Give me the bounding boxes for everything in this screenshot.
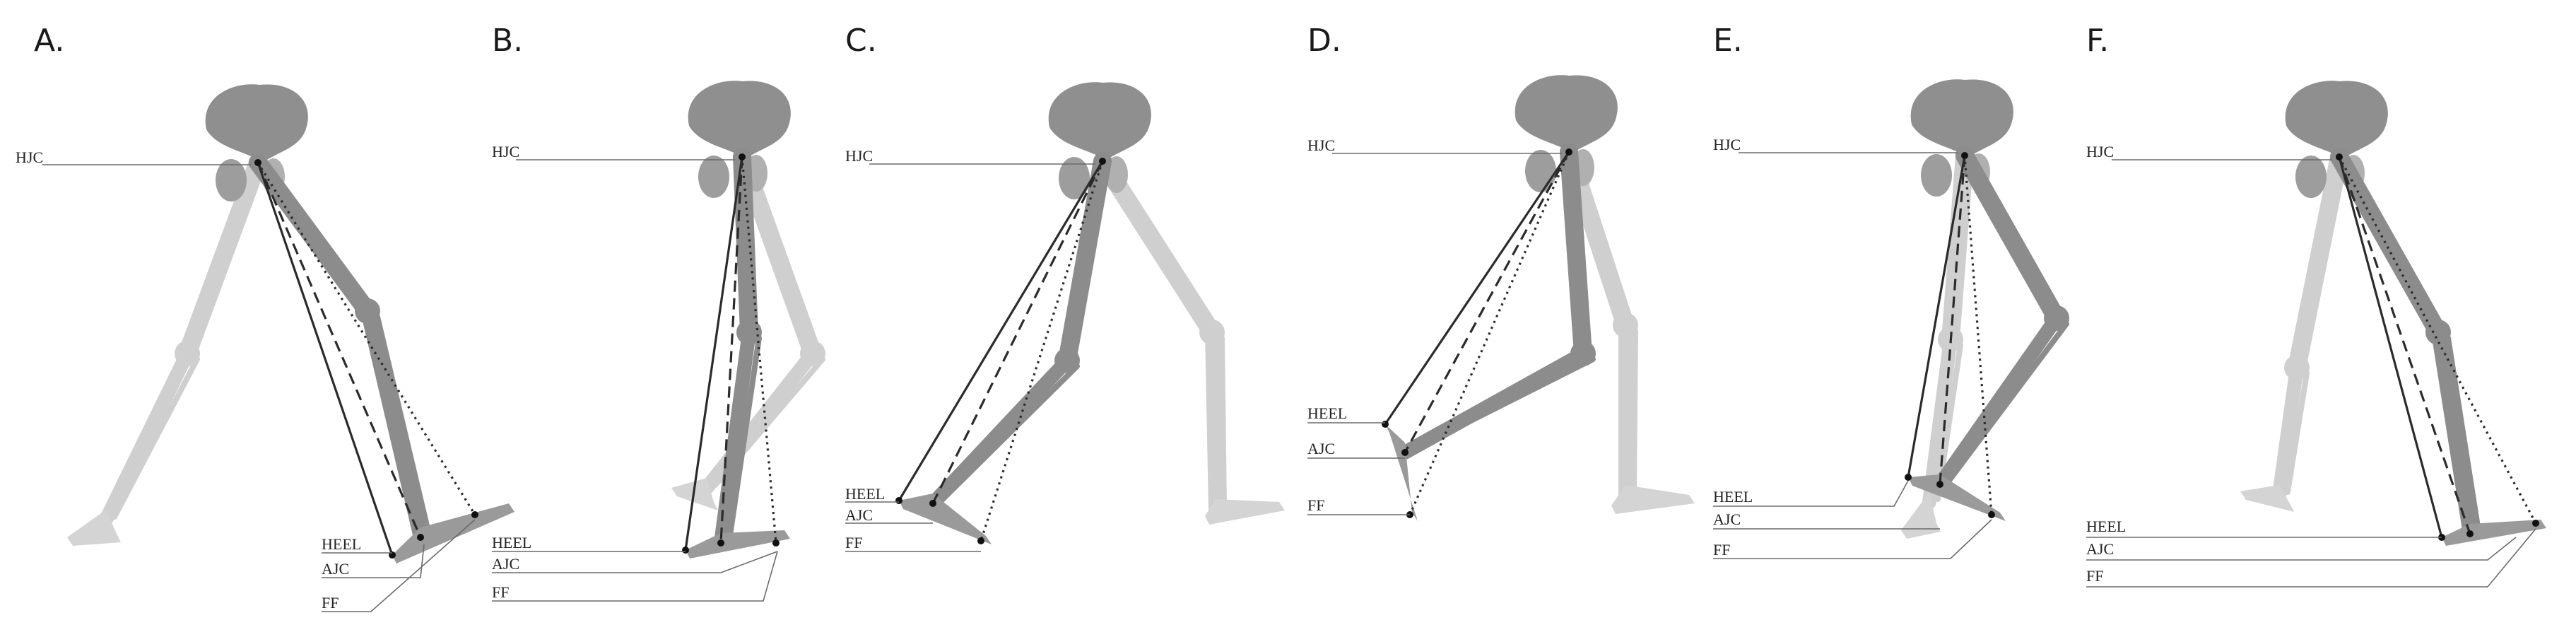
far-leg-fibula: [114, 359, 197, 517]
far-leg-tibia: [707, 354, 813, 488]
ff-point: [1988, 511, 1995, 518]
ajc-leader: [492, 551, 777, 573]
ff-label: FF: [1713, 541, 1730, 559]
ff-label: FF: [492, 583, 509, 601]
pelvis-ischium: [216, 159, 247, 201]
ajc-point: [929, 500, 936, 507]
hjc-label: HJC: [1713, 136, 1741, 153]
ajc-point: [1401, 449, 1408, 456]
pelvis-shape: [1911, 79, 2013, 158]
ajc-label: AJC: [845, 506, 873, 524]
ajc-label: AJC: [2086, 540, 2114, 558]
heel-point: [1382, 421, 1389, 428]
hjc-label: HJC: [2086, 143, 2114, 160]
hjc-label: HJC: [492, 143, 519, 160]
pelvis-ischium: [698, 156, 729, 198]
near-leg-femur: [2339, 157, 2438, 332]
panel-letter: B.: [492, 23, 523, 59]
heel-label: HEEL: [1307, 404, 1347, 422]
near-leg-femur: [1965, 156, 2057, 318]
hjc-heel-line: [2339, 157, 2442, 537]
hjc-label: HJC: [1307, 136, 1335, 154]
panel-letter: E.: [1713, 23, 1743, 59]
ajc-label: AJC: [492, 555, 519, 573]
ff-leader: [1713, 520, 1992, 559]
near-leg-fibula: [377, 317, 429, 535]
ajc-point: [417, 534, 424, 541]
panel-a: A. HJC HEEL AJC FF: [16, 23, 514, 612]
pelvis-shape: [1515, 75, 1618, 153]
near-leg-fibula: [941, 366, 1077, 501]
pelvis-shape: [1049, 82, 1151, 160]
near-leg-foot: [2442, 520, 2546, 546]
pelvis-ischium: [1921, 154, 1952, 197]
far-leg-fibula: [1634, 331, 1635, 492]
ajc-label: AJC: [1713, 510, 1741, 528]
panel-d: D. HJC HEEL AJC FF: [1307, 23, 1695, 521]
panel-e: E. HJC HEEL AJC FF: [1713, 23, 2069, 559]
ajc-label: AJC: [1307, 440, 1335, 457]
ajc-label: AJC: [322, 560, 349, 578]
ff-label: FF: [1307, 496, 1324, 514]
heel-label: HEEL: [492, 534, 531, 551]
pelvis-ischium: [1059, 157, 1090, 199]
hjc-point: [2336, 153, 2343, 160]
panel-letter: F.: [2086, 23, 2109, 59]
far-leg-foot: [1611, 485, 1695, 514]
far-leg-foot: [1205, 499, 1285, 525]
heel-label: HEEL: [1713, 488, 1753, 506]
panel-c: C. HJC HEEL AJC FF: [845, 23, 1285, 551]
far-leg-tibia: [106, 354, 187, 520]
ff-point: [2532, 520, 2539, 527]
pelvis-ischium: [2295, 156, 2327, 198]
far-leg-tibia: [1212, 332, 1216, 509]
ajc-point: [2466, 530, 2474, 537]
heel-label: HEEL: [2086, 518, 2126, 535]
ff-point: [977, 537, 984, 544]
heel-point: [682, 547, 689, 554]
near-leg-femur: [258, 163, 367, 311]
ff-point: [471, 511, 478, 518]
ff-leader: [492, 551, 777, 601]
hjc-point: [1565, 148, 1572, 156]
pelvis-shape: [688, 81, 791, 159]
ff-label: FF: [322, 594, 339, 612]
pelvis-shape: [206, 84, 308, 163]
ff-label: FF: [845, 534, 862, 551]
ff-label: FF: [2086, 567, 2103, 585]
panel-letter: C.: [845, 23, 877, 59]
hjc-point: [254, 159, 261, 166]
ff-point: [772, 539, 780, 547]
ajc-point: [1936, 481, 1943, 488]
hjc-ff-line: [1410, 152, 1569, 515]
near-leg-fibula: [1413, 359, 1593, 450]
near-leg-foot: [899, 493, 992, 544]
panel-letter: A.: [34, 23, 64, 59]
near-leg-fibula: [1948, 324, 2066, 481]
panel-b: B. HJC HEEL AJC FF: [492, 23, 825, 601]
heel-label: HEEL: [322, 535, 361, 553]
hjc-point: [739, 153, 746, 160]
hjc-label: HJC: [16, 148, 43, 166]
pelvis-shape: [2286, 81, 2388, 159]
hjc-ajc-line: [258, 163, 420, 537]
near-leg-tibia: [933, 361, 1067, 503]
ajc-point: [717, 539, 724, 547]
hjc-point: [1099, 158, 1106, 165]
heel-point: [895, 497, 902, 504]
heel-label: HEEL: [845, 485, 885, 503]
hjc-point: [1961, 152, 1968, 159]
near-leg-femur: [742, 157, 749, 332]
heel-point: [1905, 474, 1912, 481]
panel-f: F. HJC HEEL AJC FF: [2086, 23, 2546, 587]
panel-letter: D.: [1307, 23, 1341, 59]
hjc-label: HJC: [845, 147, 873, 165]
far-leg-fibula: [1222, 338, 1224, 506]
